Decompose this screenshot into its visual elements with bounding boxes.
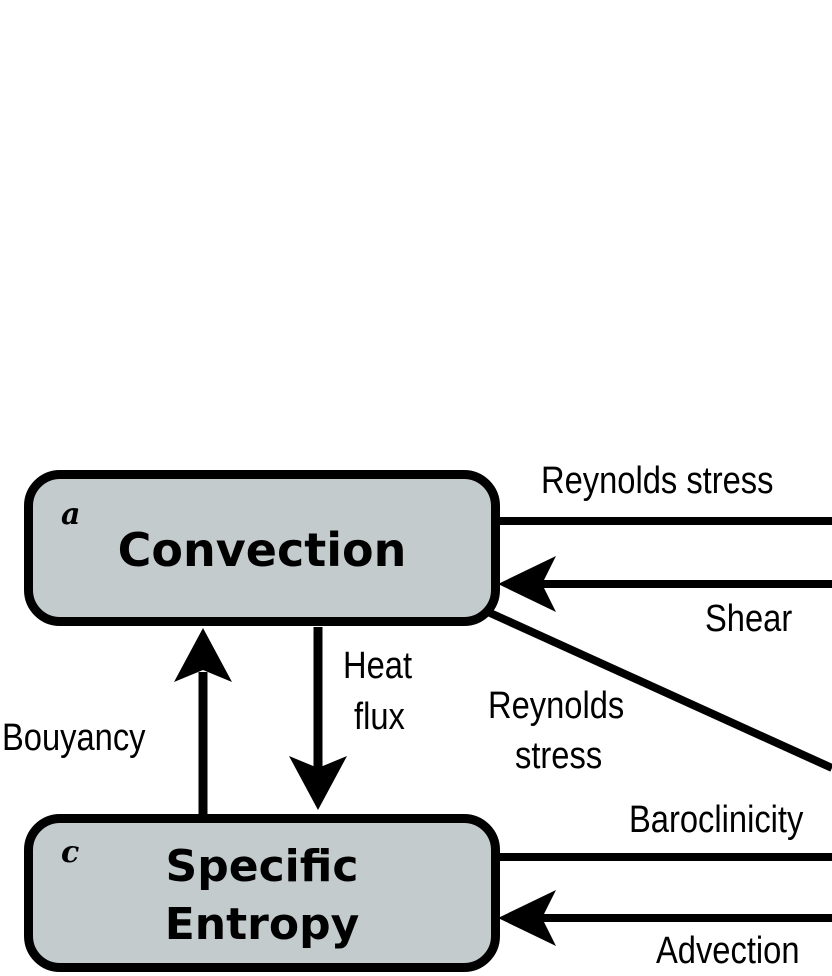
heat-flux-arrowhead [289,756,347,810]
heat-flux-label-line1: Heat [343,645,413,687]
reynolds-stress-diagonal-arrow [486,608,832,772]
baroclinicity-label: Baroclinicity [629,799,804,841]
specific-entropy-node: c Specific Entropy [24,814,500,972]
convection-node: a Convection [24,470,500,626]
specific-entropy-node-letter: c [61,835,80,870]
shear-label: Shear [705,598,793,640]
heat-flux-label-line2: flux [354,696,405,738]
shear-arrowhead [498,556,556,612]
reynolds-stress-diagonal-label-line1: Reynolds [488,685,625,727]
bouyancy-arrowhead [174,628,232,682]
reynolds-stress-top-label: Reynolds stress [541,460,774,502]
convection-node-letter: a [61,497,81,532]
specific-entropy-node-title-line1: Specific [165,841,359,892]
reynolds-stress-diagonal-label-line2: stress [515,735,603,777]
advection-arrowhead [498,890,556,946]
bouyancy-label: Bouyancy [2,717,146,759]
convection-node-title: Convection [117,523,407,577]
advection-label: Advection [656,930,800,972]
specific-entropy-node-title-line2: Entropy [164,899,360,950]
